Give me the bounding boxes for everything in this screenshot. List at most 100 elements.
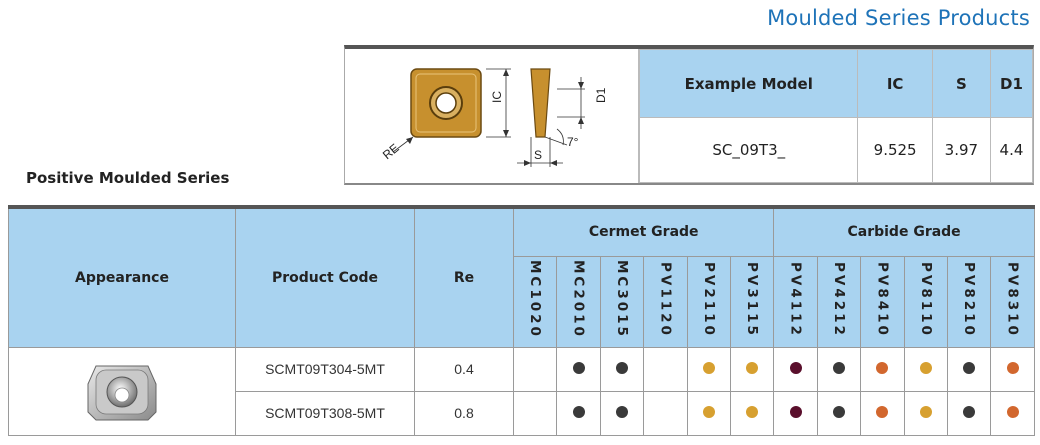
example-model-panel: IC RE S D1 7° Example — [344, 45, 1034, 185]
grade-availability-cell — [903, 390, 948, 436]
grade-header-pv4212: PV4212 — [816, 255, 862, 348]
availability-dot-dark — [572, 362, 585, 374]
availability-dot-maroon — [789, 406, 802, 418]
cermet-grade-header: Cermet Grade — [512, 206, 775, 257]
grade-availability-cell — [643, 346, 688, 392]
product-code-cell: SCMT09T304-5MT — [235, 346, 415, 392]
example-model-header: Example Model — [638, 49, 859, 118]
product-code-cell: SCMT09T308-5MT — [235, 390, 415, 436]
availability-dot-orange — [1006, 406, 1019, 418]
grade-availability-cell — [643, 390, 688, 436]
appearance-header: Appearance — [8, 206, 236, 348]
product-code-header: Product Code — [235, 206, 415, 348]
angle-label: 7° — [567, 135, 579, 149]
grade-header-pv8110: PV8110 — [903, 255, 948, 348]
d1-value: 4.4 — [989, 117, 1034, 183]
grade-availability-cell — [686, 390, 731, 436]
d1-dimension-label: D1 — [594, 87, 608, 103]
availability-dot-dark — [832, 406, 845, 418]
grade-availability-cell — [990, 346, 1035, 392]
availability-dot-orange — [876, 406, 889, 418]
grade-availability-cell — [773, 346, 818, 392]
grade-header-pv2110: PV2110 — [686, 255, 731, 348]
availability-dot-dark — [615, 406, 628, 418]
example-model-value: SC_09T3_ — [638, 117, 859, 183]
carbide-grade-header: Carbide Grade — [773, 206, 1035, 257]
grade-label: PV4112 — [787, 261, 804, 338]
d1-header: D1 — [989, 49, 1034, 118]
grade-label: PV4212 — [830, 261, 847, 338]
grade-label: PV8410 — [874, 261, 891, 338]
re-header: Re — [414, 206, 514, 348]
availability-dot-orange — [1006, 362, 1019, 374]
grade-availability-cell — [556, 346, 601, 392]
grade-availability-cell — [816, 390, 862, 436]
availability-dot-gold — [919, 362, 932, 374]
grade-label: PV8210 — [961, 261, 978, 338]
section-title: Positive Moulded Series — [26, 169, 230, 187]
grade-label: MC2010 — [570, 260, 587, 339]
availability-dot-dark — [832, 362, 845, 374]
s-value: 3.97 — [931, 117, 991, 183]
grade-availability-cell — [729, 346, 775, 392]
example-model-table: Example Model IC S D1 SC_09T3_ 9.525 3.9… — [638, 49, 1034, 183]
insert-diagram-image: IC RE S D1 7° — [380, 68, 608, 167]
grade-header-pv8310: PV8310 — [990, 255, 1035, 348]
availability-dot-gold — [919, 406, 932, 418]
grade-availability-cell — [599, 390, 645, 436]
grade-header-pv8210: PV8210 — [946, 255, 992, 348]
re-cell: 0.8 — [414, 390, 514, 436]
grade-header-pv4112: PV4112 — [773, 255, 818, 348]
grade-availability-cell — [512, 390, 558, 436]
grade-availability-cell — [903, 346, 948, 392]
grade-availability-cell — [946, 346, 992, 392]
grade-availability-cell — [556, 390, 601, 436]
grade-availability-cell — [686, 346, 731, 392]
s-dimension-label: S — [534, 148, 542, 162]
availability-dot-dark — [963, 362, 976, 374]
grade-header-pv8410: PV8410 — [860, 255, 905, 348]
availability-dot-gold — [746, 362, 759, 374]
grade-availability-cell — [773, 390, 818, 436]
page-title: Moulded Series Products — [767, 6, 1030, 30]
grade-label: MC1020 — [527, 260, 544, 339]
grade-label: PV3115 — [744, 261, 761, 338]
s-header: S — [931, 49, 991, 118]
grade-availability-cell — [860, 390, 905, 436]
availability-dot-gold — [746, 406, 759, 418]
availability-dot-dark — [615, 362, 628, 374]
availability-dot-dark — [963, 406, 976, 418]
ic-value: 9.525 — [857, 117, 933, 183]
grade-label: MC3015 — [613, 260, 630, 339]
grade-header-mc2010: MC2010 — [556, 255, 601, 348]
appearance-cell — [8, 346, 236, 436]
availability-dot-orange — [876, 362, 889, 374]
insert-product-image — [87, 365, 157, 420]
grade-availability-cell — [729, 390, 775, 436]
grade-availability-cell — [860, 346, 905, 392]
availability-dot-maroon — [789, 362, 802, 374]
grade-label: PV1120 — [657, 261, 674, 338]
ic-dimension-label: IC — [490, 91, 504, 103]
grade-availability-cell — [946, 390, 992, 436]
grade-header-pv3115: PV3115 — [729, 255, 775, 348]
grade-label: PV8310 — [1004, 261, 1021, 338]
product-table: Appearance Product Code Re Cermet Grade … — [8, 205, 1035, 436]
availability-dot-gold — [702, 362, 715, 374]
re-dimension-label: RE — [380, 141, 402, 162]
availability-dot-gold — [702, 406, 715, 418]
ic-header: IC — [857, 49, 933, 118]
grade-header-mc1020: MC1020 — [512, 255, 558, 348]
grade-availability-cell — [816, 346, 862, 392]
grade-availability-cell — [512, 346, 558, 392]
insert-dimension-diagram: IC RE S D1 7° — [345, 49, 639, 183]
grade-header-mc3015: MC3015 — [599, 255, 645, 348]
grade-availability-cell — [599, 346, 645, 392]
grade-label: PV8110 — [917, 261, 934, 338]
availability-dot-dark — [572, 406, 585, 418]
re-cell: 0.4 — [414, 346, 514, 392]
grade-availability-cell — [990, 390, 1035, 436]
grade-header-pv1120: PV1120 — [643, 255, 688, 348]
